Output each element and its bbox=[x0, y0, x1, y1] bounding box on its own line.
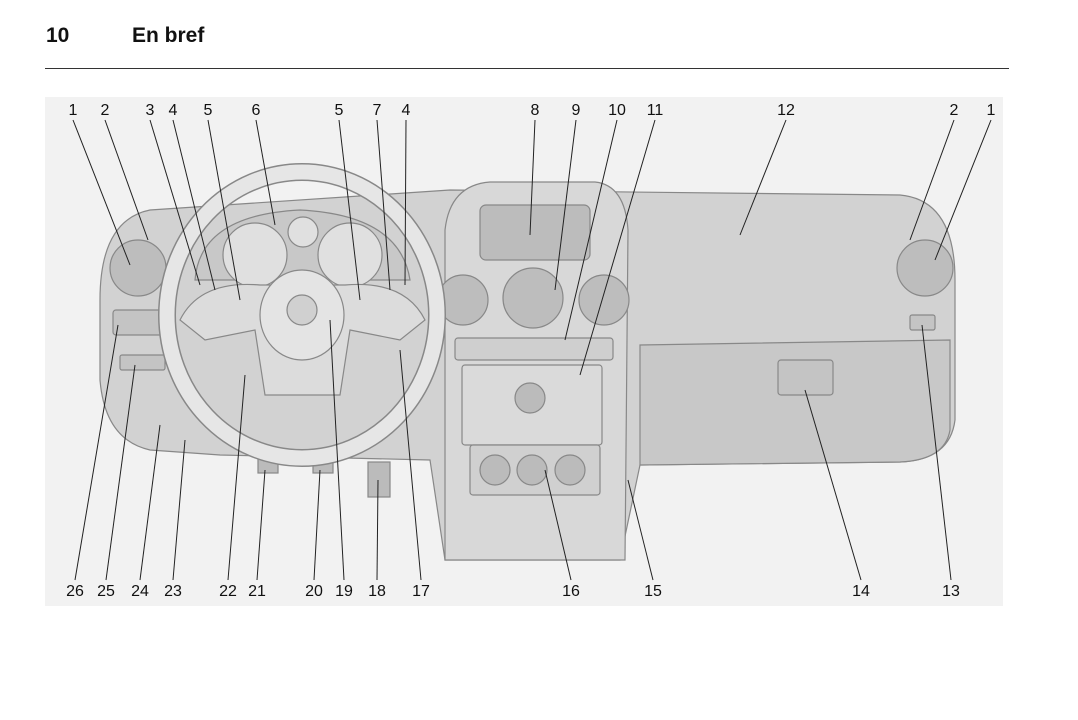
callout-label: 4 bbox=[168, 102, 178, 119]
page-title: En bref bbox=[132, 24, 205, 47]
callout-label: 2 bbox=[100, 102, 110, 119]
callout-label: 26 bbox=[66, 583, 84, 600]
leader-lines bbox=[72, 119, 992, 581]
callout-label: 11 bbox=[646, 102, 664, 119]
callout-label: 10 bbox=[608, 102, 626, 119]
callout-label: 19 bbox=[335, 583, 353, 600]
callout-label: 24 bbox=[131, 583, 149, 600]
callout-label: 21 bbox=[248, 583, 266, 600]
callout-label: 8 bbox=[530, 102, 540, 119]
dashboard-drawing bbox=[72, 119, 992, 581]
header-divider bbox=[45, 68, 1009, 69]
callout-label: 7 bbox=[372, 102, 382, 119]
callout-label: 2 bbox=[949, 102, 959, 119]
callout-label: 23 bbox=[164, 583, 182, 600]
callout-label: 22 bbox=[219, 583, 237, 600]
callout-label: 15 bbox=[644, 583, 662, 600]
page-number: 10 bbox=[46, 24, 70, 47]
callout-label: 25 bbox=[97, 583, 115, 600]
callout-label: 9 bbox=[571, 102, 581, 119]
callout-label: 13 bbox=[942, 583, 960, 600]
callout-label: 1 bbox=[986, 102, 996, 119]
callout-label: 1 bbox=[68, 102, 78, 119]
callout-label: 5 bbox=[334, 102, 344, 119]
callout-label: 12 bbox=[777, 102, 795, 119]
callout-label: 5 bbox=[203, 102, 213, 119]
callout-label: 14 bbox=[852, 583, 870, 600]
dashboard-illustration: 1 2 3 4 5 6 5 7 4 8 9 10 11 12 2 1 26 25… bbox=[45, 97, 1003, 606]
callout-label: 20 bbox=[305, 583, 323, 600]
callout-label: 16 bbox=[562, 583, 580, 600]
callout-label: 6 bbox=[251, 102, 261, 119]
callout-label: 3 bbox=[145, 102, 155, 119]
callout-label: 17 bbox=[412, 583, 430, 600]
callout-label: 4 bbox=[401, 102, 411, 119]
callout-label: 18 bbox=[368, 583, 386, 600]
